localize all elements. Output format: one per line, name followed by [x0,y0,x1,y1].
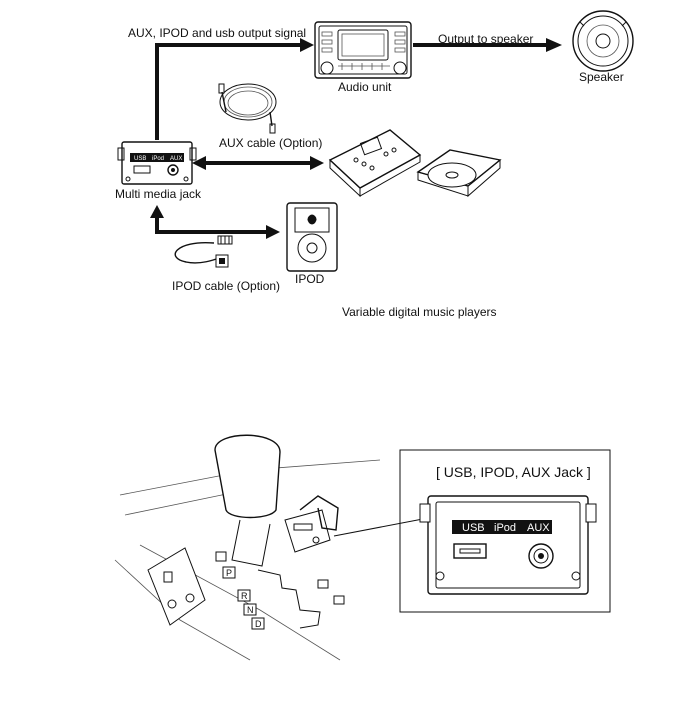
signal-label: AUX, IPOD and usb output signal [128,26,307,40]
aux-cable-label: AUX cable (Option) [219,136,323,150]
audio-unit-label: Audio unit [338,80,392,94]
ipod-illustration [286,202,338,272]
audio-unit-illustration [314,21,412,79]
disc-player-illustration [416,149,502,198]
detail-title: [ USB, IPOD, AUX Jack ] [436,464,591,480]
ipod-label: IPOD [295,272,325,286]
variable-players-label: Variable digital music players [342,305,497,319]
multi-media-jack-label: Multi media jack [115,187,202,201]
multi-media-jack-illustration: USB iPod AUX [117,141,197,185]
gear-letter-p: P [226,568,232,578]
output-label: Output to speaker [438,32,534,46]
detail-ipod-label: iPod [494,522,516,534]
gear-letter-r: R [241,591,248,601]
gear-letter-n: N [247,605,254,615]
jack-usb-label: USB [134,156,146,162]
signal-arrow [155,38,314,140]
cd-player-illustration [328,129,422,198]
detail-usb-label: USB [462,522,485,534]
jack-detail-illustration: USB iPod AUX [419,495,597,595]
players-double-arrow [192,156,324,170]
detail-aux-label: AUX [527,522,550,534]
gear-letter-d: D [255,619,262,629]
jack-aux-label: AUX [170,156,182,162]
aux-cable-illustration [218,83,277,134]
speaker-label: Speaker [579,70,624,84]
output-arrow [413,38,562,52]
speaker-illustration [572,10,634,72]
jack-ipod-label: iPod [152,156,164,162]
ipod-cable-label: IPOD cable (Option) [172,279,281,293]
center-console-illustration: P R N D [114,434,429,661]
ipod-arrow [150,205,280,239]
ipod-cable-illustration [174,235,233,268]
detail-frame [399,449,611,613]
